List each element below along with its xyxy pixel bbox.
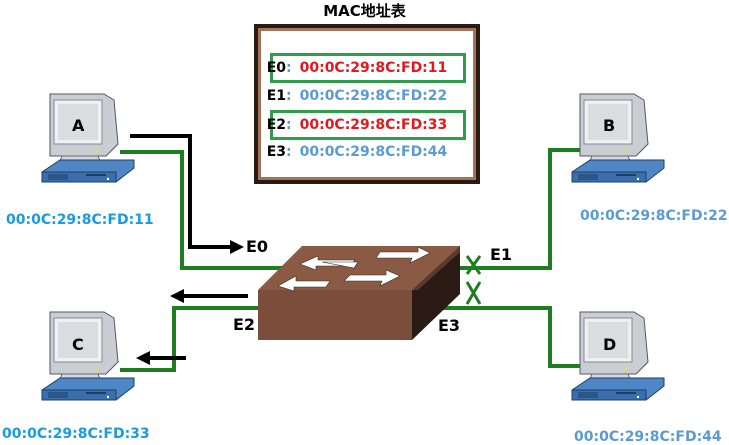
pc-d-label: D: [603, 335, 617, 354]
mac-table-row: E2:00:0C:29:8C:FD:33: [258, 117, 476, 133]
row-mac: 00:0C:29:8C:FD:44: [299, 144, 448, 160]
blocked-x-e3: [465, 281, 482, 305]
pc-a-label: A: [72, 116, 85, 135]
host-c-mac: 00:0C:29:8C:FD:33: [2, 426, 150, 442]
highlight-box-e0: [270, 53, 466, 83]
mac-table-row: E0:00:0C:29:8C:FD:11: [258, 60, 476, 76]
switch-icon: [258, 246, 460, 340]
pc-c-label: C: [72, 335, 84, 354]
highlight-box-e2: [270, 110, 466, 140]
row-mac: 00:0C:29:8C:FD:22: [299, 88, 448, 104]
row-port: E0: [266, 60, 286, 76]
port-e3-label: E3: [438, 316, 461, 335]
host-d-mac: 00:0C:29:8C:FD:44: [574, 429, 722, 445]
pc-c-icon: [41, 311, 135, 401]
link-c-e2: [120, 306, 270, 372]
mac-table-row: E1:00:0C:29:8C:FD:22: [258, 88, 476, 104]
pc-a-icon: [41, 93, 135, 183]
link-a-e0: [120, 150, 290, 270]
link-e1-b: [440, 148, 580, 270]
blocked-x-e1: [465, 255, 482, 275]
arrow-e2-out: [170, 289, 248, 303]
port-e1-label: E1: [490, 245, 513, 264]
pc-d-icon: [571, 311, 665, 401]
arrow-a-to-e0: [130, 134, 244, 254]
row-mac: 00:0C:29:8C:FD:11: [299, 60, 448, 76]
mac-table-title: MAC地址表: [323, 2, 406, 20]
host-a-mac: 00:0C:29:8C:FD:11: [6, 212, 154, 228]
row-port: E3: [266, 144, 286, 160]
host-b-mac: 00:0C:29:8C:FD:22: [580, 208, 728, 224]
row-port: E1: [266, 88, 286, 104]
mac-table: E0:00:0C:29:8C:FD:11 E1:00:0C:29:8C:FD:2…: [254, 24, 480, 184]
arrow-to-c: [136, 351, 186, 365]
link-e3-d: [430, 306, 582, 368]
port-e2-label: E2: [233, 315, 256, 334]
port-e0-label: E0: [246, 237, 269, 256]
row-mac: 00:0C:29:8C:FD:33: [299, 117, 448, 133]
row-port: E2: [266, 117, 286, 133]
mac-table-row: E3:00:0C:29:8C:FD:44: [258, 144, 476, 160]
pc-b-label: B: [603, 116, 616, 135]
pc-b-icon: [571, 93, 665, 183]
